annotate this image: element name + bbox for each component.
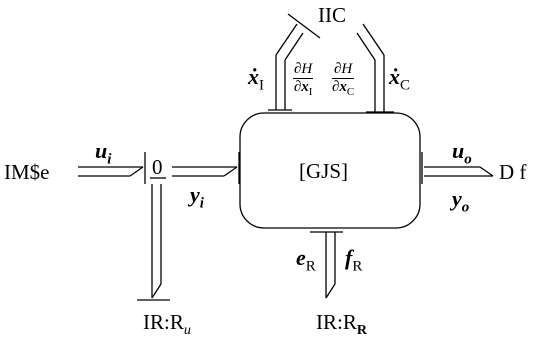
port-left-label: IM$e <box>4 160 50 184</box>
bond-block-to-storage-c <box>356 23 394 113</box>
signal-xdot-c: ẋC <box>389 66 410 93</box>
signal-y-in-sub: i <box>199 195 204 212</box>
bond-source-to-junction <box>78 152 146 184</box>
signal-u-out: uo <box>452 140 472 167</box>
center-block-label: [GJS] <box>299 159 348 183</box>
resistor-u-label: IR:Ru <box>143 312 191 338</box>
port-top-label: IIC <box>318 3 346 27</box>
signal-xdot-i: ẋI <box>248 66 264 93</box>
resistor-r-sub: R <box>356 323 367 338</box>
signal-u-out-base: u <box>452 138 465 163</box>
signal-e-r-base: e <box>296 245 306 270</box>
resistor-r-label: IR:RR <box>316 312 367 338</box>
signal-y-in: yi <box>190 184 204 211</box>
signal-y-out-sub: o <box>461 199 470 216</box>
signal-f-r-base: f <box>345 245 353 270</box>
signal-u-in-base: u <box>95 138 108 163</box>
signal-f-r-sub: R <box>352 258 363 275</box>
bond-block-to-storage-i <box>268 13 321 111</box>
junction-label: 0 <box>152 155 163 179</box>
signal-y-out: yo <box>452 188 469 215</box>
signal-y-in-base: y <box>190 182 200 207</box>
signal-xdot-i-sub: I <box>259 77 264 94</box>
signal-dh-dxi-den: ∂xI <box>293 79 313 98</box>
bond-junction-to-resistor-u <box>137 184 170 301</box>
signal-f-r: fR <box>345 247 362 274</box>
signal-xdot-c-base: ẋ <box>389 64 400 89</box>
signal-u-in: ui <box>95 140 111 167</box>
port-right-label: D f <box>499 160 526 184</box>
gjs-block <box>239 112 421 229</box>
resistor-u-sub: u <box>183 323 191 338</box>
signal-dh-dxc-num: ∂H <box>332 62 355 79</box>
resistor-u-text: IR:R <box>143 310 184 334</box>
signal-dh-dxi-num: ∂H <box>293 61 314 79</box>
signal-dh-dxc-den: ∂xC <box>332 79 355 98</box>
bond-block-to-resistor-r <box>310 231 343 299</box>
signal-u-out-sub: o <box>464 151 472 168</box>
signal-e-r: eR <box>296 247 316 274</box>
resistor-r-text: IR:R <box>316 310 357 334</box>
signal-xdot-c-sub: C <box>400 77 411 94</box>
signal-u-in-sub: i <box>107 151 112 168</box>
signal-xdot-i-base: ẋ <box>248 64 259 89</box>
bond-junction-to-block <box>172 152 240 184</box>
signal-e-r-sub: R <box>305 258 316 275</box>
bond-block-to-output <box>421 152 494 184</box>
signal-dh-dxi: ∂H ∂xI <box>293 61 314 98</box>
signal-dh-dxc: ∂H ∂xC <box>332 62 355 98</box>
signal-y-out-base: y <box>452 186 462 211</box>
